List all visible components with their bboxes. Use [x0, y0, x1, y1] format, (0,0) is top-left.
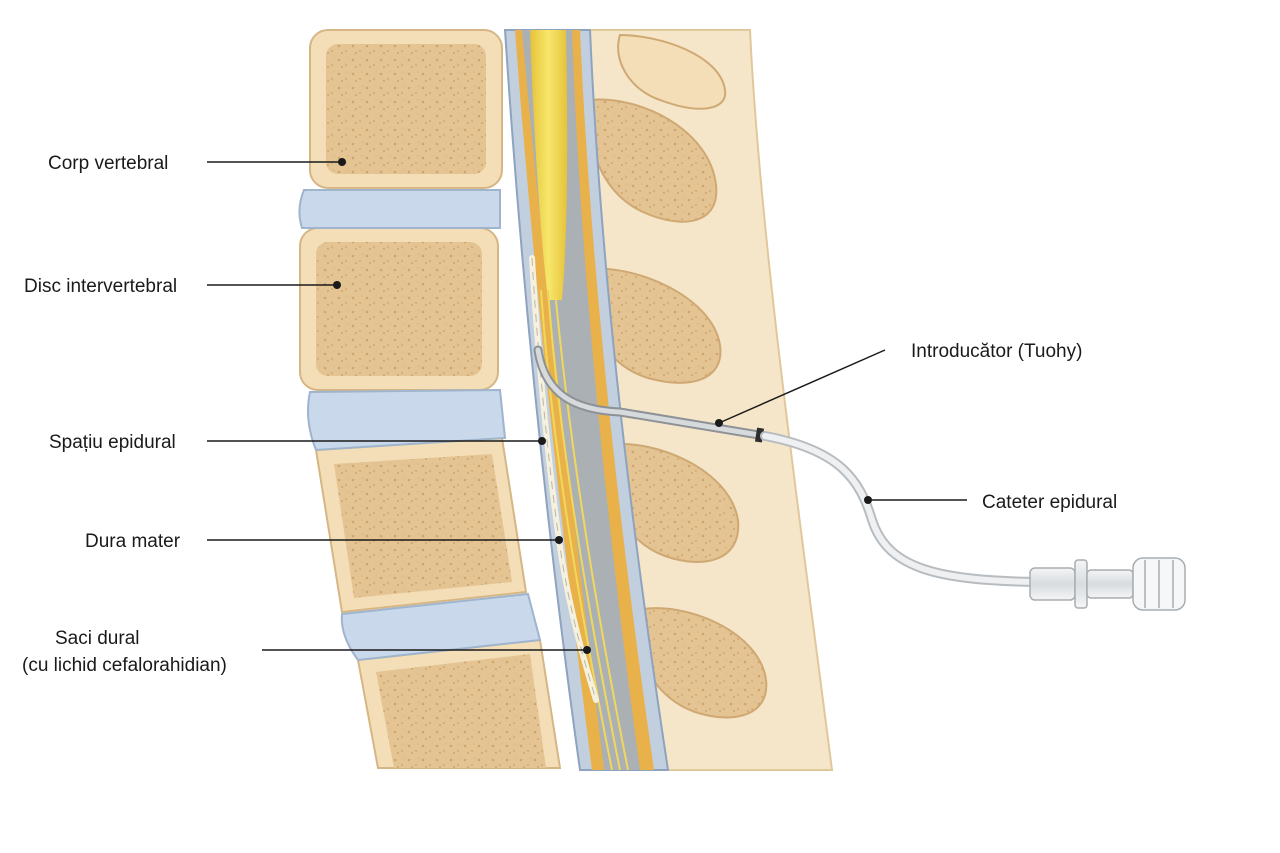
spinous-processes [583, 33, 768, 719]
cauda-equina [540, 289, 629, 771]
label-intervertebral-disc: Disc intervertebral [24, 276, 177, 297]
label-epidural-catheter: Cateter epidural [982, 492, 1117, 513]
label-dural-sac-line2: (cu lichid cefalorahidian) [22, 655, 227, 676]
label-dural-sac-line1: Saci dural [55, 628, 140, 649]
intervertebral-discs [298, 189, 542, 662]
leader-lines [207, 158, 967, 654]
spinal-cord [530, 30, 568, 300]
label-dura-mater: Dura mater [85, 531, 181, 552]
label-vertebral-body: Corp vertebral [48, 153, 168, 174]
label-introducer: Introducător (Tuohy) [911, 341, 1082, 362]
vertebral-bodies [299, 29, 562, 769]
catheter-connector [1029, 557, 1186, 611]
label-epidural-space: Spațiu epidural [49, 432, 176, 453]
